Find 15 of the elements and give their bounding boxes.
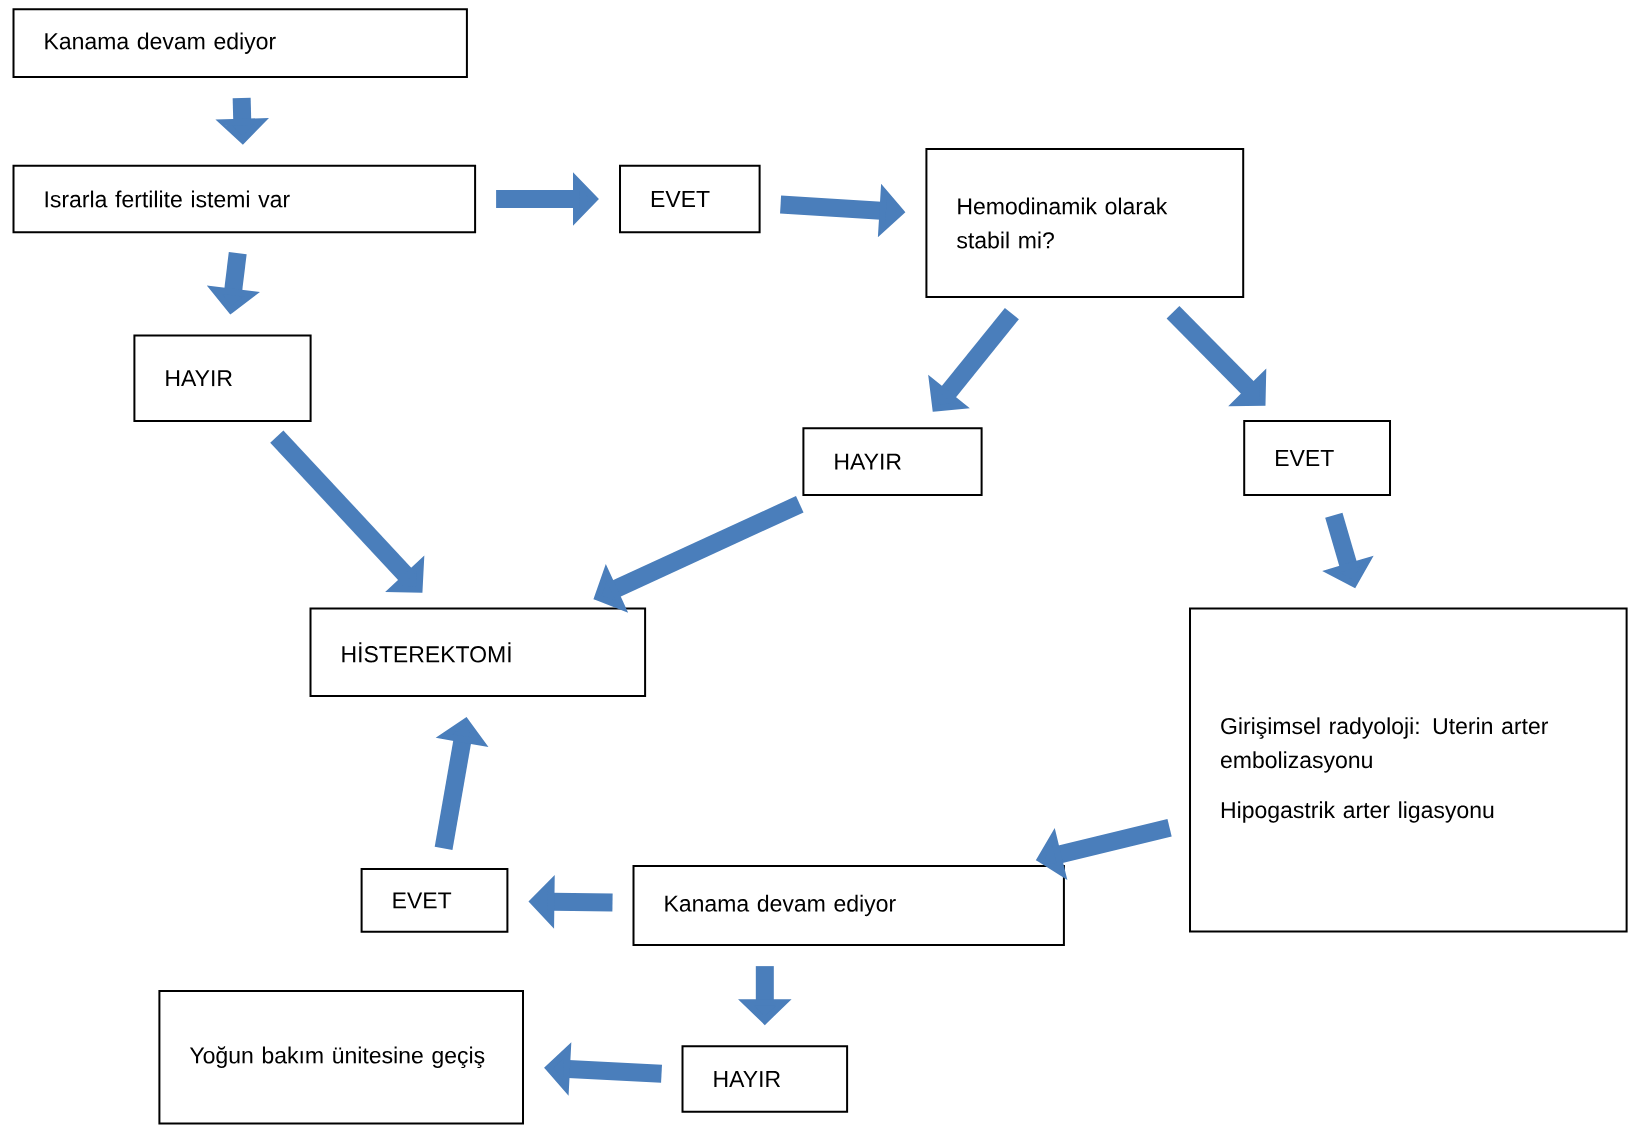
process-box: Israrla fertilite istemi var — [12, 164, 477, 234]
process-box: Girişimsel radyoloji: Uterin arter embolizasyonu Hipogastrik arter ligasyonu — [1189, 607, 1628, 933]
process-box: Hemodinamik olarak stabil mi? — [925, 148, 1245, 298]
process-box: HAYIR — [681, 1045, 849, 1113]
process-box: EVET — [360, 868, 509, 933]
process-box: Kanama devam ediyor — [12, 8, 468, 79]
process-box: EVET — [1243, 420, 1391, 496]
process-box: Yoğun bakım ünitesine geçiş — [158, 990, 524, 1125]
process-box: HİSTEREKTOMİ — [309, 607, 647, 698]
process-box: Kanama devam ediyor — [632, 864, 1065, 947]
block-arrow — [270, 430, 425, 593]
process-box: HAYIR — [802, 427, 983, 496]
block-arrow — [1166, 305, 1267, 407]
process-box: EVET — [619, 164, 761, 234]
process-box: HAYIR — [133, 334, 312, 422]
